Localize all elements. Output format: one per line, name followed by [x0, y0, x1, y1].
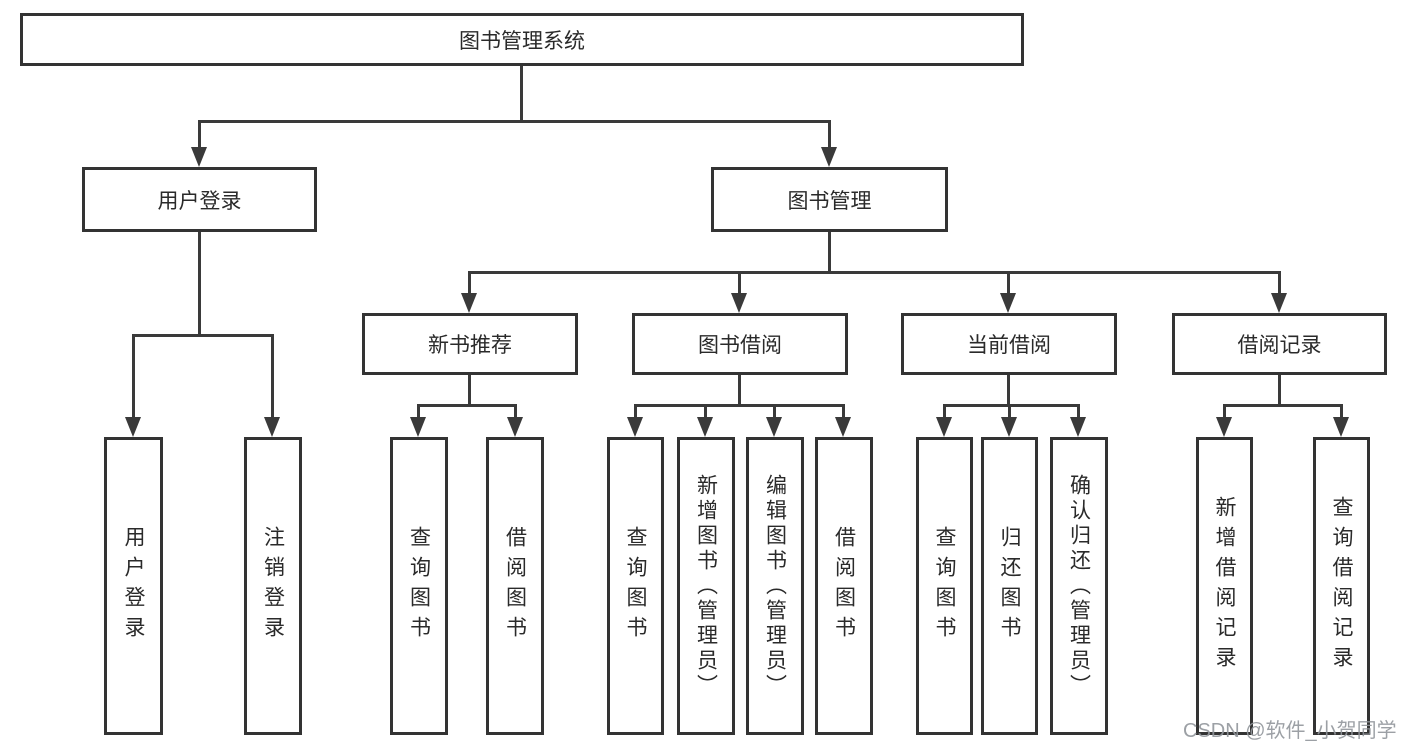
node-book-management-label: 图书管理	[787, 189, 872, 213]
node-new-book-recommend-label: 新书推荐	[428, 334, 512, 357]
leaf-logout-label: 注销登录	[261, 526, 285, 646]
leaf-add-books-admin: 新增图书（管理员）	[677, 437, 735, 735]
node-user-login-label: 用户登录	[157, 189, 242, 213]
node-borrowing-records-label: 借阅记录	[1237, 334, 1322, 357]
arrow-down-icon	[627, 417, 643, 437]
leaf-borrow-books-recommend-label: 借阅图书	[503, 526, 527, 646]
leaf-add-borrow-record: 新增借阅记录	[1196, 437, 1253, 735]
leaf-confirm-return-admin-label: 确认归还（管理员）	[1067, 473, 1091, 699]
connector-line	[634, 404, 845, 407]
connector-line	[1008, 404, 1011, 417]
node-user-login: 用户登录	[82, 167, 317, 232]
arrow-down-icon	[1001, 417, 1017, 437]
arrow-down-icon	[835, 417, 851, 437]
connector-line	[828, 232, 831, 273]
leaf-add-books-admin-label: 新增图书（管理员）	[694, 473, 718, 699]
leaf-query-books-current-label: 查询图书	[933, 526, 956, 646]
connector-line	[634, 404, 637, 417]
connector-line	[417, 404, 420, 417]
connector-line	[943, 404, 1079, 407]
node-book-management: 图书管理	[711, 167, 948, 232]
leaf-query-books-borrowing-label: 查询图书	[624, 526, 647, 646]
node-current-borrowing-label: 当前借阅	[967, 334, 1051, 357]
arrow-down-icon	[191, 147, 207, 167]
node-borrowing-records: 借阅记录	[1172, 313, 1387, 375]
arrow-down-icon	[936, 417, 952, 437]
arrow-down-icon	[697, 417, 713, 437]
leaf-user-login: 用户登录	[104, 437, 163, 735]
connector-line	[738, 375, 741, 407]
connector-line	[943, 404, 946, 417]
leaf-return-books-label: 归还图书	[998, 526, 1021, 646]
connector-line	[198, 120, 201, 148]
arrow-down-icon	[1333, 417, 1349, 437]
connector-line	[842, 404, 845, 417]
connector-line	[704, 404, 707, 417]
connector-line	[1007, 271, 1010, 293]
connector-line	[1278, 375, 1281, 407]
node-root: 图书管理系统	[20, 13, 1024, 66]
connector-line	[1007, 375, 1010, 407]
connector-line	[1278, 271, 1281, 293]
leaf-confirm-return-admin: 确认归还（管理员）	[1050, 437, 1108, 735]
arrow-down-icon	[1216, 417, 1232, 437]
leaf-borrow-books-borrowing: 借阅图书	[815, 437, 873, 735]
arrow-down-icon	[766, 417, 782, 437]
node-new-book-recommend: 新书推荐	[362, 313, 578, 375]
connector-line	[773, 404, 776, 417]
leaf-query-books-current: 查询图书	[916, 437, 973, 735]
connector-line	[828, 120, 831, 148]
connector-line	[468, 271, 471, 293]
connector-line	[198, 120, 831, 123]
connector-line	[1223, 404, 1226, 417]
leaf-query-books-recommend: 查询图书	[390, 437, 448, 735]
leaf-user-login-label: 用户登录	[122, 526, 145, 646]
leaf-add-borrow-record-label: 新增借阅记录	[1213, 496, 1236, 676]
connector-line	[1223, 404, 1342, 407]
leaf-query-books-borrowing: 查询图书	[607, 437, 664, 735]
leaf-query-borrow-record-label: 查询借阅记录	[1330, 496, 1353, 676]
arrow-down-icon	[1271, 293, 1287, 313]
connector-line	[1077, 404, 1080, 417]
leaf-return-books: 归还图书	[981, 437, 1038, 735]
arrow-down-icon	[461, 293, 477, 313]
connector-line	[520, 66, 523, 120]
node-book-borrowing-label: 图书借阅	[698, 334, 782, 357]
connector-line	[468, 375, 471, 407]
arrow-down-icon	[821, 147, 837, 167]
node-root-label: 图书管理系统	[459, 29, 585, 53]
connector-line	[271, 334, 274, 417]
arrow-down-icon	[125, 417, 141, 437]
connector-line	[132, 334, 135, 417]
arrow-down-icon	[1070, 417, 1086, 437]
arrow-down-icon	[264, 417, 280, 437]
node-book-borrowing: 图书借阅	[632, 313, 848, 375]
arrow-down-icon	[731, 293, 747, 313]
leaf-edit-books-admin: 编辑图书（管理员）	[746, 437, 804, 735]
leaf-edit-books-admin-label: 编辑图书（管理员）	[763, 473, 787, 699]
connector-line	[132, 334, 274, 337]
connector-line	[198, 232, 201, 336]
connector-line	[468, 271, 1281, 274]
leaf-borrow-books-recommend: 借阅图书	[486, 437, 544, 735]
arrow-down-icon	[410, 417, 426, 437]
node-current-borrowing: 当前借阅	[901, 313, 1117, 375]
connector-line	[417, 404, 517, 407]
leaf-borrow-books-borrowing-label: 借阅图书	[832, 526, 856, 646]
leaf-query-books-recommend-label: 查询图书	[407, 526, 431, 646]
connector-line	[1340, 404, 1343, 417]
connector-line	[738, 271, 741, 293]
leaf-query-borrow-record: 查询借阅记录	[1313, 437, 1370, 735]
arrow-down-icon	[507, 417, 523, 437]
arrow-down-icon	[1000, 293, 1016, 313]
connector-line	[514, 404, 517, 417]
watermark: CSDN @软件_小贺同学	[1183, 720, 1397, 742]
leaf-logout: 注销登录	[244, 437, 302, 735]
